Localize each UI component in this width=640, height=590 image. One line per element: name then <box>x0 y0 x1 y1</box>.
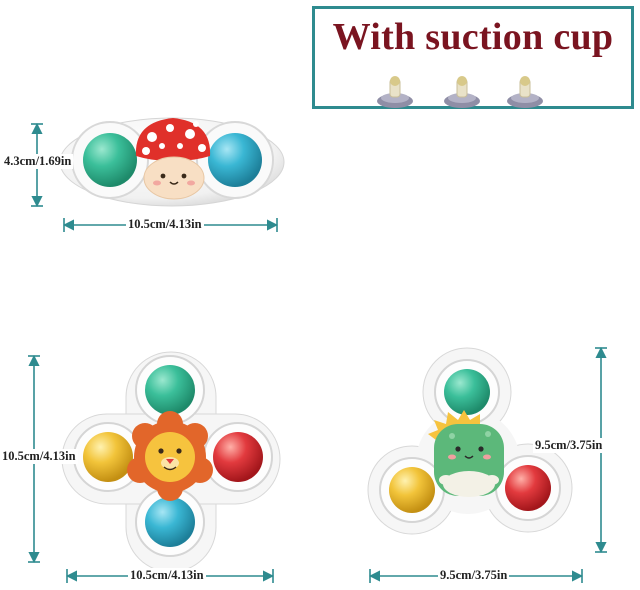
mushroom-spinner <box>59 117 285 207</box>
suction-cup-icon <box>507 76 543 108</box>
suction-cup-badge: With suction cup <box>312 6 634 109</box>
mushroom-figure <box>135 118 211 200</box>
dino-width-label: 9.5cm/3.75in <box>438 568 510 583</box>
lion-height-label: 10.5cm/4.13in <box>0 449 78 464</box>
mushroom-width-label: 10.5cm/4.13in <box>126 217 204 232</box>
badge-title: With suction cup <box>332 16 614 58</box>
suction-cup-icon <box>444 76 480 108</box>
suction-cup-icon <box>377 76 413 108</box>
dino-height-label: 9.5cm/3.75in <box>533 438 605 453</box>
lion-figure <box>127 411 213 501</box>
dino-spinner <box>367 347 573 535</box>
mushroom-height-label: 4.3cm/1.69in <box>2 154 74 169</box>
lion-spinner <box>61 351 281 573</box>
dino-figure <box>428 410 504 497</box>
lion-width-label: 10.5cm/4.13in <box>128 568 206 583</box>
